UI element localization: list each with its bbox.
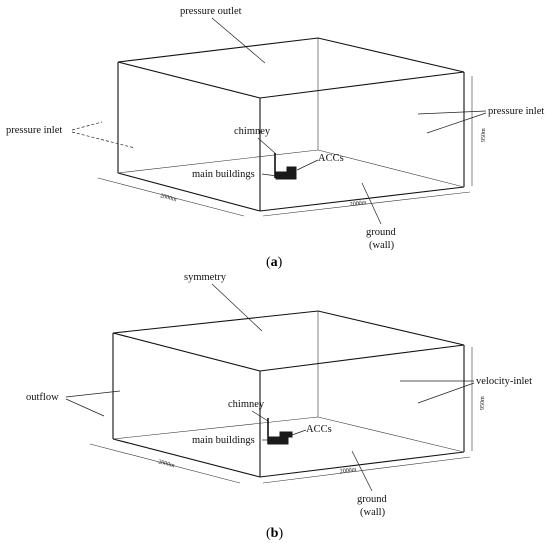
panel-b-leader-ground	[351, 450, 373, 492]
panel-b-leader-right-2	[417, 382, 475, 404]
panel-b-leader-accs	[291, 429, 307, 436]
panel-a-dim-left: 2000m	[159, 193, 177, 203]
panel-a-label-top: pressure outlet	[180, 6, 242, 17]
panel-a-leader-right-1	[417, 110, 487, 115]
panel-b-label-wall: (wall)	[360, 507, 386, 518]
panel-a-box-ground	[117, 172, 465, 212]
panel-b-dim-height: 950m	[480, 396, 486, 410]
panel-a-caption: (a)	[266, 255, 283, 270]
panel-a-dim-left-line	[97, 177, 245, 217]
panel-a-label-accs: ACCs	[318, 153, 344, 164]
panel-a-ground-back-right	[317, 149, 465, 188]
panel-a-leader-right-2	[426, 112, 487, 134]
panel-b-leader-chimney	[251, 410, 269, 422]
panel-a-dim-height: 950m	[481, 128, 487, 142]
panel-a-dim-bottom: 2000m	[350, 200, 368, 208]
panel-b-dim-left-line	[89, 443, 241, 484]
panel-a-label-main-buildings: main buildings	[192, 169, 255, 180]
panel-b-accs-icon	[279, 431, 293, 438]
panel-b-label-chimney: chimney	[228, 399, 265, 410]
panel-b-leader-top	[211, 283, 263, 332]
panel-b-label-right: velocity-inlet	[476, 376, 532, 387]
panel-b-buildings-icon	[267, 436, 289, 445]
panel-b-dim-bottom-line	[262, 456, 471, 484]
panel-a-dim-bottom-line	[262, 191, 471, 217]
panel-a-buildings-icon	[275, 171, 297, 180]
panel-a-leader-left-2	[71, 131, 136, 149]
panel-b-box-top-face	[112, 310, 465, 372]
panel-a-label-wall: (wall)	[369, 240, 395, 251]
panel-b: 2000m 2000m 950m symmetry outflow veloci…	[26, 272, 532, 541]
panel-b-caption: (b)	[266, 526, 283, 541]
panel-a-leader-top	[211, 17, 266, 64]
panel-a-leader-accs	[296, 159, 319, 171]
panel-a-label-left: pressure inlet	[6, 125, 62, 136]
panel-b-label-ground: ground	[357, 494, 387, 505]
panel-a-leader-main-buildings	[261, 173, 278, 177]
panel-a-accs-icon	[286, 166, 297, 173]
panel-b-label-accs: ACCs	[306, 424, 332, 435]
panel-a-label-ground: ground	[366, 227, 396, 238]
panel-b-dim-bottom: 2000m	[340, 467, 358, 475]
panel-a-leader-chimney	[257, 137, 277, 155]
panel-b-leader-left-2	[65, 398, 105, 417]
panel-a-box-top-face	[117, 37, 465, 99]
panel-b-label-top: symmetry	[184, 272, 227, 283]
panel-b-label-left: outflow	[26, 392, 59, 403]
panel-a-leader-ground	[361, 182, 382, 225]
panel-a-label-right: pressure inlet	[488, 106, 544, 117]
panel-a: 2000m 2000m 950m pressure outlet pressur…	[6, 6, 544, 270]
panel-b-ground-back-right	[317, 416, 465, 453]
panel-a-ground-back-left	[117, 149, 319, 174]
panel-b-box-ground	[112, 438, 465, 478]
panel-b-ground-back-left	[112, 416, 319, 440]
panel-a-label-chimney: chimney	[234, 126, 271, 137]
panel-a-leader-left-1	[71, 121, 103, 131]
panel-b-leader-left-1	[65, 390, 121, 398]
panel-b-label-main-buildings: main buildings	[192, 435, 255, 446]
panel-b-dim-left: 2000m	[157, 459, 175, 469]
